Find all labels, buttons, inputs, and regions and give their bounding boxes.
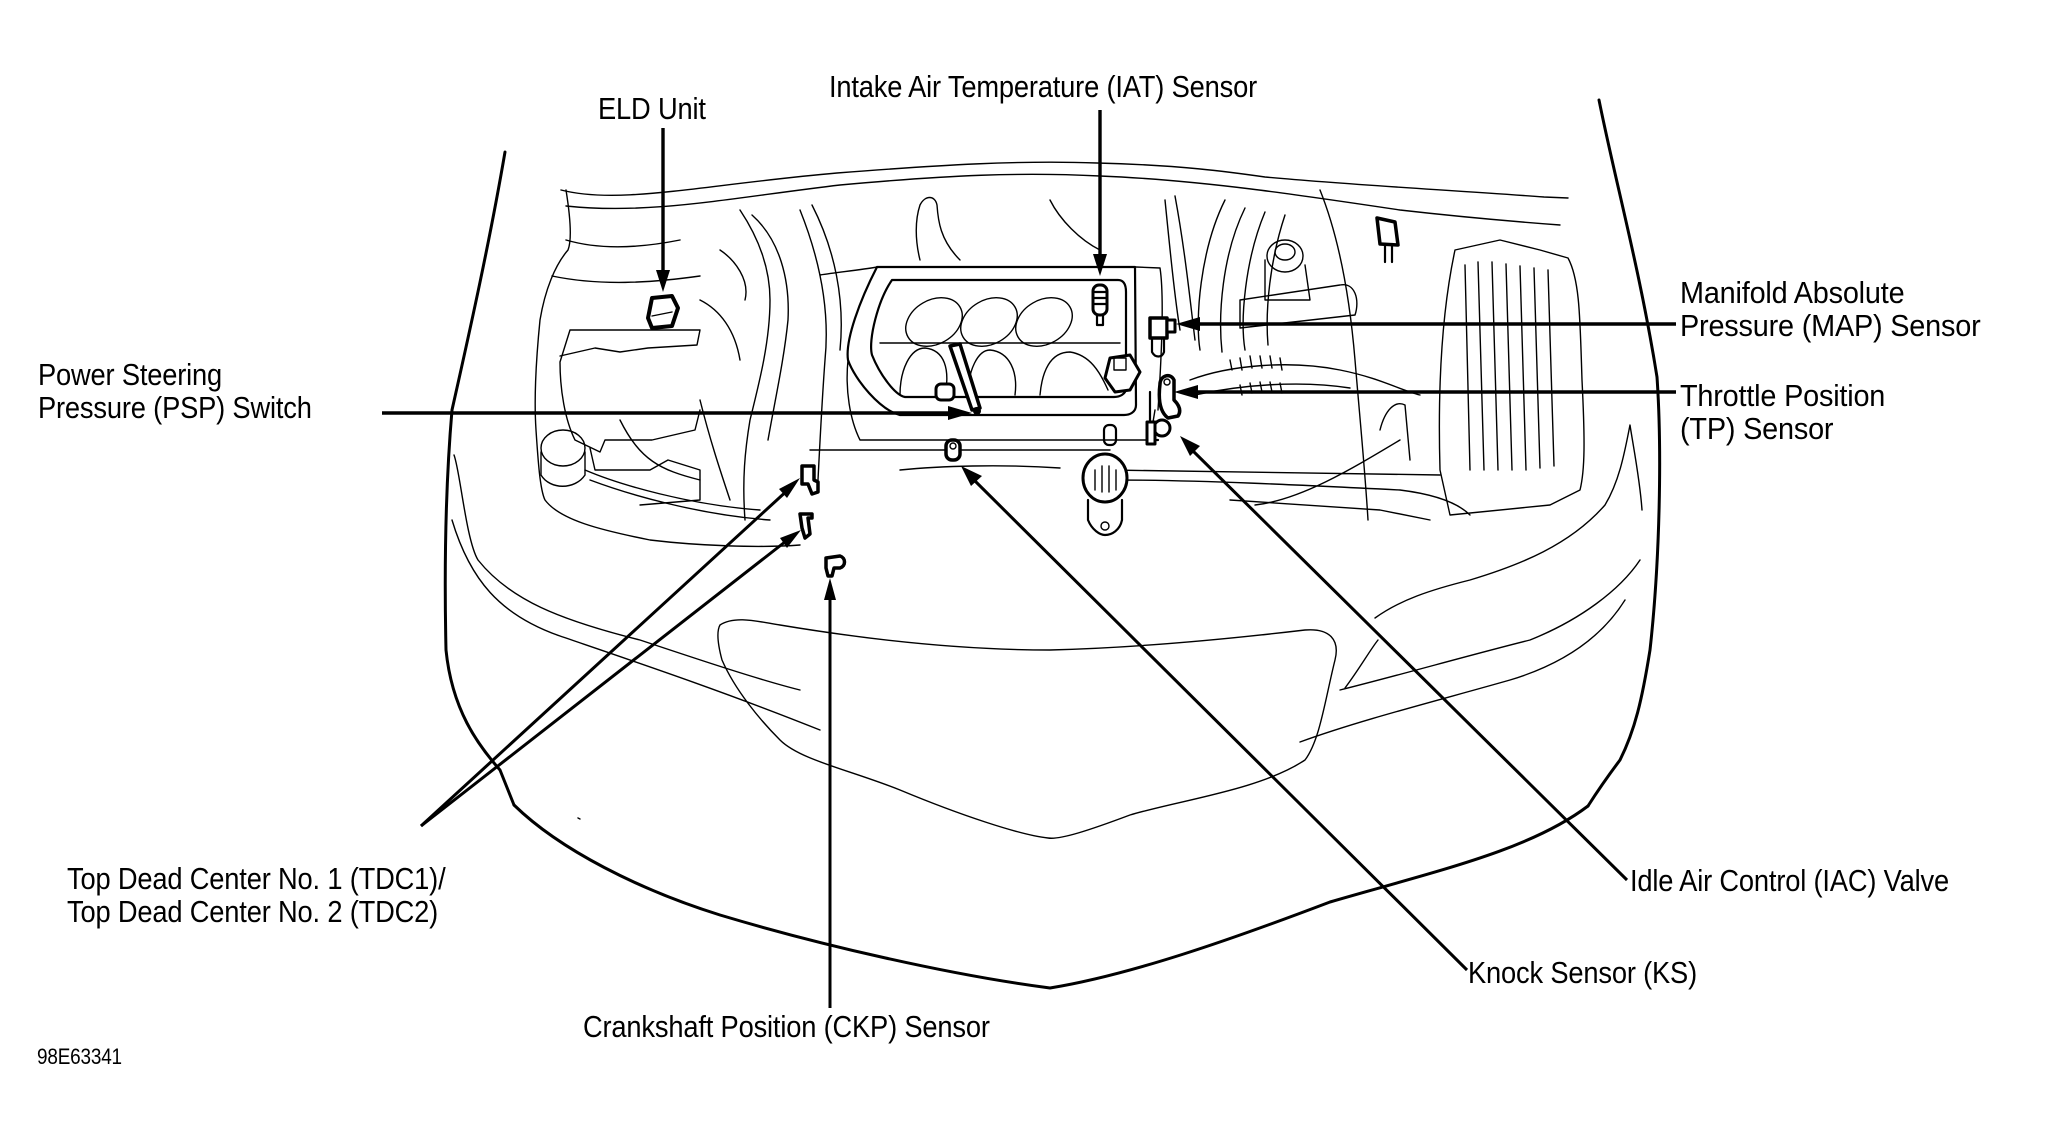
brake-reservoir-cap-inner	[1274, 243, 1296, 261]
vehicle-body	[443, 98, 1662, 990]
left-harness	[699, 209, 789, 521]
bay-left-outline	[534, 189, 801, 548]
bay-left-inner	[551, 239, 701, 284]
label-line: Top Dead Center No. 1 (TDC1)/	[67, 861, 446, 896]
iat-sensor-icon	[1091, 283, 1109, 327]
knock-sensor-icon	[944, 438, 962, 462]
right-spring-coils	[1229, 355, 1283, 396]
label-iac-valve: Idle Air Control (IAC) Valve	[1630, 864, 1949, 897]
brake-master	[1239, 259, 1358, 329]
ks-arrowhead	[961, 466, 982, 486]
label-line: Pressure (MAP) Sensor	[1680, 308, 1981, 343]
tp-arrowhead	[1174, 385, 1198, 399]
label-line: Manifold Absolute	[1680, 275, 1905, 310]
harness-2	[799, 204, 842, 481]
leader-lines	[382, 110, 1676, 1008]
hood-detail-dot	[577, 817, 581, 820]
bay-bottom-right	[1109, 439, 1471, 521]
tdc1-sensor-icon	[800, 464, 820, 496]
label-line: Top Dead Center No. 2 (TDC2)	[67, 894, 439, 929]
brake-booster	[1197, 199, 1286, 353]
tdc1-leader	[419, 486, 792, 828]
fuel-regulator-icon	[1103, 353, 1142, 394]
connector-icon	[1375, 216, 1400, 247]
eld-arrowhead	[656, 270, 670, 292]
hood-crease-right-2	[1339, 559, 1641, 691]
reservoir-cap	[540, 429, 586, 467]
brake-reservoir-cap	[1266, 239, 1304, 273]
air-cleaner-ribs	[1464, 261, 1555, 471]
egr-valve-icon	[1081, 423, 1129, 537]
engine-bay	[534, 161, 1585, 548]
left-fender-line	[443, 150, 516, 807]
hood-center-bulge	[717, 619, 1337, 839]
label-line: (TP) Sensor	[1680, 411, 1834, 446]
label-map-sensor: Manifold Absolute Pressure (MAP) Sensor	[1680, 276, 1981, 342]
intake-plenum-inner	[870, 278, 1128, 399]
intake-runners	[879, 297, 1121, 396]
iac-leader	[1188, 446, 1629, 882]
label-line: ELD Unit	[598, 91, 706, 126]
reservoir-body	[540, 451, 586, 487]
label-line: Pressure (PSP) Switch	[38, 390, 312, 425]
map-arrowhead	[1176, 317, 1200, 331]
right-harness	[1164, 189, 1369, 521]
figure-id: 98E63341	[37, 1045, 122, 1069]
hood-crease-right-3	[1299, 599, 1626, 743]
label-line: Knock Sensor (KS)	[1468, 955, 1697, 990]
label-tdc-sensors: Top Dead Center No. 1 (TDC1)/ Top Dead C…	[67, 861, 446, 929]
hood-crease-left-1	[453, 454, 801, 691]
air-cleaner-box	[1438, 239, 1585, 516]
figure-id-text: 98E63341	[37, 1044, 122, 1069]
psp-switch-icon	[934, 342, 982, 415]
psp-arrowhead	[948, 406, 972, 420]
intake-tube	[915, 196, 1101, 261]
cowl-line-1	[560, 161, 1569, 199]
tdc2-sensor-icon	[798, 512, 814, 540]
label-ckp-sensor: Crankshaft Position (CKP) Sensor	[583, 1010, 990, 1043]
iac-arrowhead	[1180, 436, 1200, 456]
ckp-sensor-icon	[824, 554, 847, 578]
tdc2-arrowhead	[780, 530, 801, 548]
label-line: Intake Air Temperature (IAT) Sensor	[829, 69, 1257, 104]
hood-front-edge	[512, 803, 1590, 990]
fuse-box-detail	[589, 447, 701, 506]
ckp-arrowhead	[824, 578, 836, 600]
label-tp-sensor: Throttle Position (TP) Sensor	[1680, 379, 1885, 445]
label-line: Idle Air Control (IAC) Valve	[1630, 863, 1950, 898]
label-eld-unit: ELD Unit	[598, 92, 706, 125]
iat-arrowhead	[1093, 254, 1107, 276]
eld-unit-icon	[646, 294, 680, 330]
label-knock-sensor: Knock Sensor (KS)	[1468, 956, 1697, 989]
intake-plenum-outer	[846, 265, 1138, 417]
sensors	[646, 216, 1400, 578]
hood-crease-right-1	[1374, 424, 1643, 619]
label-line: Power Steering	[38, 357, 223, 392]
label-iat-sensor: Intake Air Temperature (IAT) Sensor	[829, 70, 1257, 103]
hood-crease-left-2	[451, 519, 821, 731]
label-psp-switch: Power Steering Pressure (PSP) Switch	[38, 358, 312, 424]
map-sensor-icon	[1148, 316, 1177, 358]
right-fender-line	[1586, 98, 1662, 808]
label-line: Crankshaft Position (CKP) Sensor	[583, 1009, 990, 1044]
tdc1-arrowhead	[779, 478, 800, 498]
cowl-line-2	[565, 173, 1561, 226]
tdc2-leader	[420, 536, 791, 828]
right-hose-detail	[1189, 364, 1421, 461]
label-line: Throttle Position	[1680, 378, 1886, 413]
battery-box	[559, 329, 701, 453]
iac-valve-icon	[1145, 418, 1172, 446]
left-hoses	[584, 399, 771, 521]
ks-leader	[968, 474, 1469, 972]
